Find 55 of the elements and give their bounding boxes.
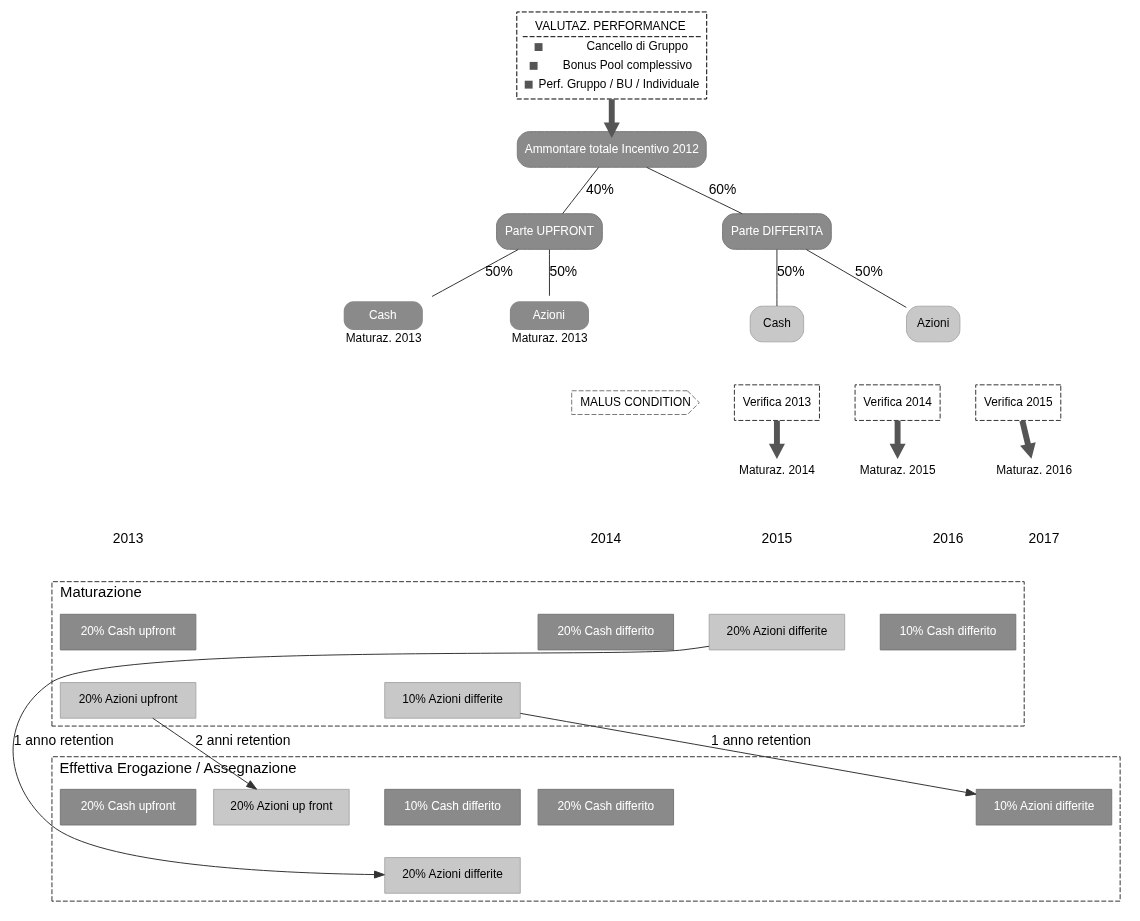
connector — [431, 249, 519, 297]
node-box: Verifica 2013 — [733, 384, 820, 421]
edge-label: 1 anno retention — [710, 732, 811, 749]
arrow — [603, 99, 620, 138]
node-box: 20% Cash upfront — [59, 788, 196, 826]
connector — [548, 249, 550, 297]
node-label: Maturaz. 2013 — [345, 331, 422, 346]
arrow — [889, 420, 906, 460]
node-text: Maturaz. 2014 — [738, 462, 815, 477]
node-box: 10% Azioni differite — [975, 788, 1112, 826]
edge-label: 50% — [776, 263, 805, 280]
edge-label: 60% — [708, 181, 736, 198]
label: 2017 — [1028, 529, 1059, 546]
node-text: Maturaz. 2016 — [995, 462, 1072, 477]
connector — [805, 249, 907, 308]
arrow — [12, 645, 710, 879]
edge-label: 50% — [548, 263, 577, 280]
connector — [645, 166, 743, 215]
connector — [775, 249, 777, 307]
label: 2014 — [589, 529, 621, 546]
label: 2015 — [761, 529, 792, 546]
edge-label: 40% — [585, 181, 614, 198]
edge-label: 50% — [484, 263, 513, 280]
node-box: 20% Cash differito — [537, 613, 674, 651]
node-box: Ammontare totale Incentivo 2012 — [516, 131, 707, 168]
node-box: Azioni — [509, 301, 589, 330]
node-box: 20% Azioni upfront — [59, 682, 196, 719]
node-box: Parte DIFFERITA — [721, 213, 832, 250]
node-text: Maturaz. 2015 — [859, 462, 935, 477]
node-box: 20% Azioni differite — [708, 613, 845, 651]
node-box: 10% Cash differito — [879, 613, 1016, 651]
arrow — [1018, 420, 1036, 459]
node-box: 10% Azioni differite — [383, 682, 521, 719]
connector — [561, 166, 599, 215]
node-box: 20% Cash upfront — [59, 613, 196, 651]
edge-label: 1 anno retention — [13, 732, 114, 749]
node-box: Parte UPFRONT — [495, 213, 603, 250]
label: 2013 — [112, 529, 143, 546]
node-box: Verifica 2014 — [854, 384, 941, 421]
node-box: 20% Cash differito — [537, 788, 674, 826]
edge-label: 2 anni retention — [194, 732, 291, 749]
node-box: Verifica 2015 — [974, 384, 1061, 421]
node-box: 20% Azioni up front — [212, 788, 350, 826]
node-box: 20% Azioni differite — [383, 857, 521, 894]
node-box: Cash — [749, 305, 804, 343]
node-label: Maturaz. 2013 — [511, 331, 588, 346]
node-box: VALUTAZ. PERFORMANCE Cancello di Gruppo Bonus Pool complessivo Perf. Gruppo / BU / Individuale — [515, 11, 707, 100]
arrow — [151, 717, 257, 790]
node-box: 10% Cash differito — [383, 788, 521, 826]
arrow — [768, 420, 785, 460]
edge-label: 50% — [854, 263, 883, 280]
arrow — [519, 712, 976, 797]
node-box: Cash — [343, 301, 423, 330]
node-box: Azioni — [905, 305, 960, 343]
label: 2016 — [932, 529, 963, 546]
